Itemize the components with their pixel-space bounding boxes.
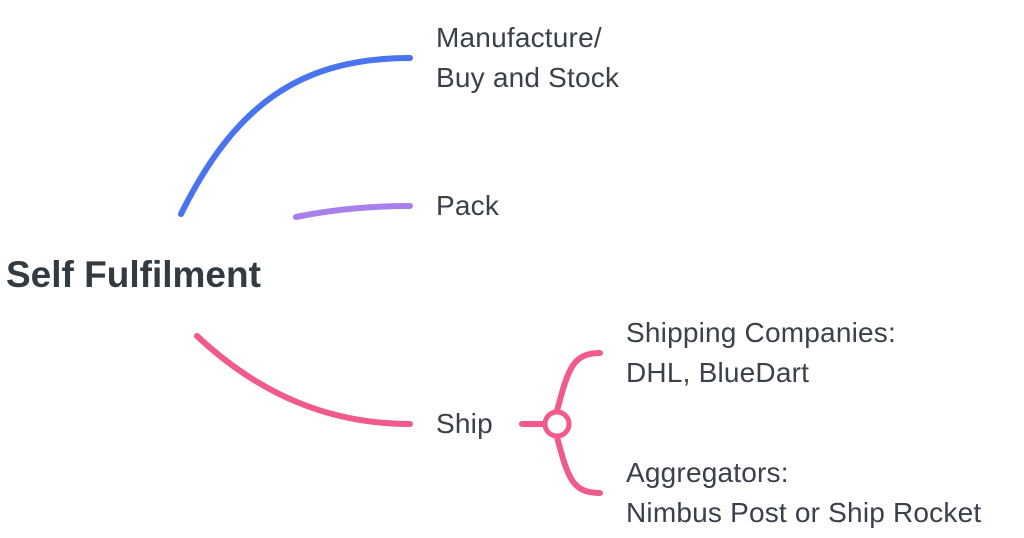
connector-pack — [293, 203, 413, 220]
topic-line: Nimbus Post or Ship Rocket — [626, 497, 982, 528]
topic-line: Ship — [436, 408, 493, 439]
ship-collapse-toggle[interactable] — [542, 409, 572, 439]
topic-line: Pack — [436, 190, 500, 221]
topic-ship[interactable]: Ship — [436, 404, 493, 444]
topic-line: DHL, BlueDart — [626, 357, 810, 388]
topic-pack[interactable]: Pack — [436, 186, 499, 226]
connector-shipping-companies — [554, 350, 603, 414]
topic-line: Buy and Stock — [436, 62, 620, 93]
root-topic-label: Self Fulfilment — [6, 254, 261, 295]
subtopic-aggregators[interactable]: Aggregators: Nimbus Post or Ship Rocket — [626, 453, 981, 533]
topic-line: Manufacture/ — [436, 22, 602, 53]
topic-line: Aggregators: — [626, 457, 789, 488]
connector-aggregators — [554, 434, 603, 496]
subtopic-shipping-companies[interactable]: Shipping Companies: DHL, BlueDart — [626, 313, 896, 393]
connector-ship — [194, 333, 413, 427]
topic-line: Shipping Companies: — [626, 317, 896, 348]
topic-manufacture-buy-stock[interactable]: Manufacture/ Buy and Stock — [436, 18, 619, 98]
connector-manufacture — [178, 55, 413, 217]
root-topic-self-fulfilment[interactable]: Self Fulfilment — [6, 253, 261, 297]
